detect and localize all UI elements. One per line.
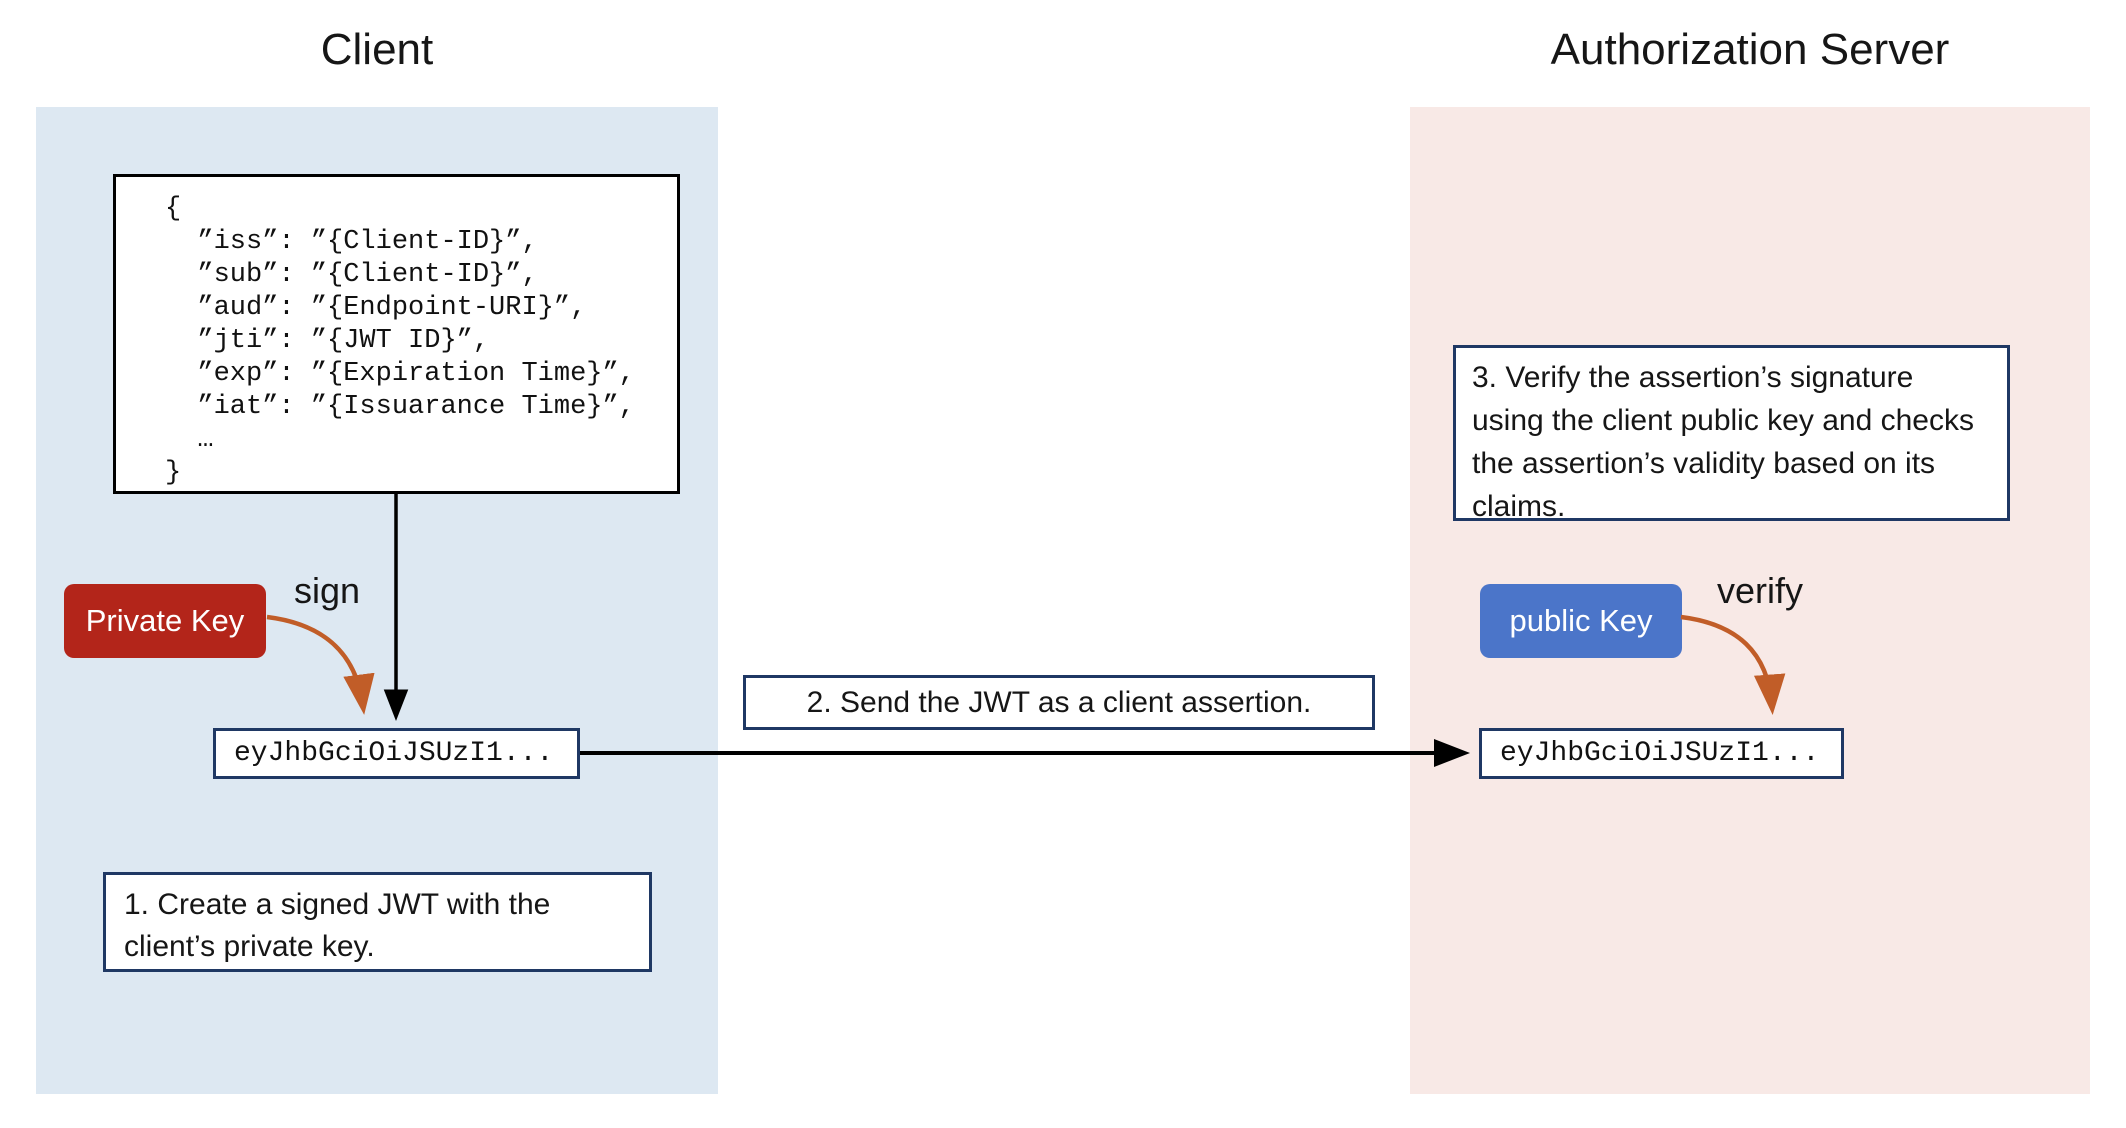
claims-line: ”iss”: ”{Client-ID}”, xyxy=(165,227,538,257)
sign-label: sign xyxy=(293,570,361,611)
step2-note-box: 2. Send the JWT as a client assertion. xyxy=(743,675,1375,730)
claims-line: { xyxy=(165,194,182,224)
claims-line: ”sub”: ”{Client-ID}”, xyxy=(165,260,538,290)
public-key-box: public Key xyxy=(1480,584,1682,658)
claims-line: ”iat”: ”{Issuarance Time}”, xyxy=(165,392,635,422)
client-jwt-token-box: eyJhbGciOiJSUzI1... xyxy=(213,728,580,779)
claims-line: ”aud”: ”{Endpoint-URI}”, xyxy=(165,293,587,323)
private-key-box: Private Key xyxy=(64,584,266,658)
server-jwt-token-box: eyJhbGciOiJSUzI1... xyxy=(1479,728,1844,779)
claims-line: ”jti”: ”{JWT ID}”, xyxy=(165,326,490,356)
step3-note-box: 3. Verify the assertion’s signature usin… xyxy=(1453,345,2010,523)
jwt-claims-box: { ”iss”: ”{Client-ID}”, ”sub”: ”{Client-… xyxy=(113,174,680,494)
claims-line: } xyxy=(165,458,182,488)
verify-label: verify xyxy=(1716,570,1803,611)
server-lane-title: Authorization Server xyxy=(1550,25,1950,74)
claims-line: ”exp”: ”{Expiration Time}”, xyxy=(165,359,635,389)
step1-note-box: 1. Create a signed JWT with the client’s… xyxy=(103,872,652,972)
client-lane-title: Client xyxy=(320,25,434,74)
claims-line: … xyxy=(165,425,214,455)
